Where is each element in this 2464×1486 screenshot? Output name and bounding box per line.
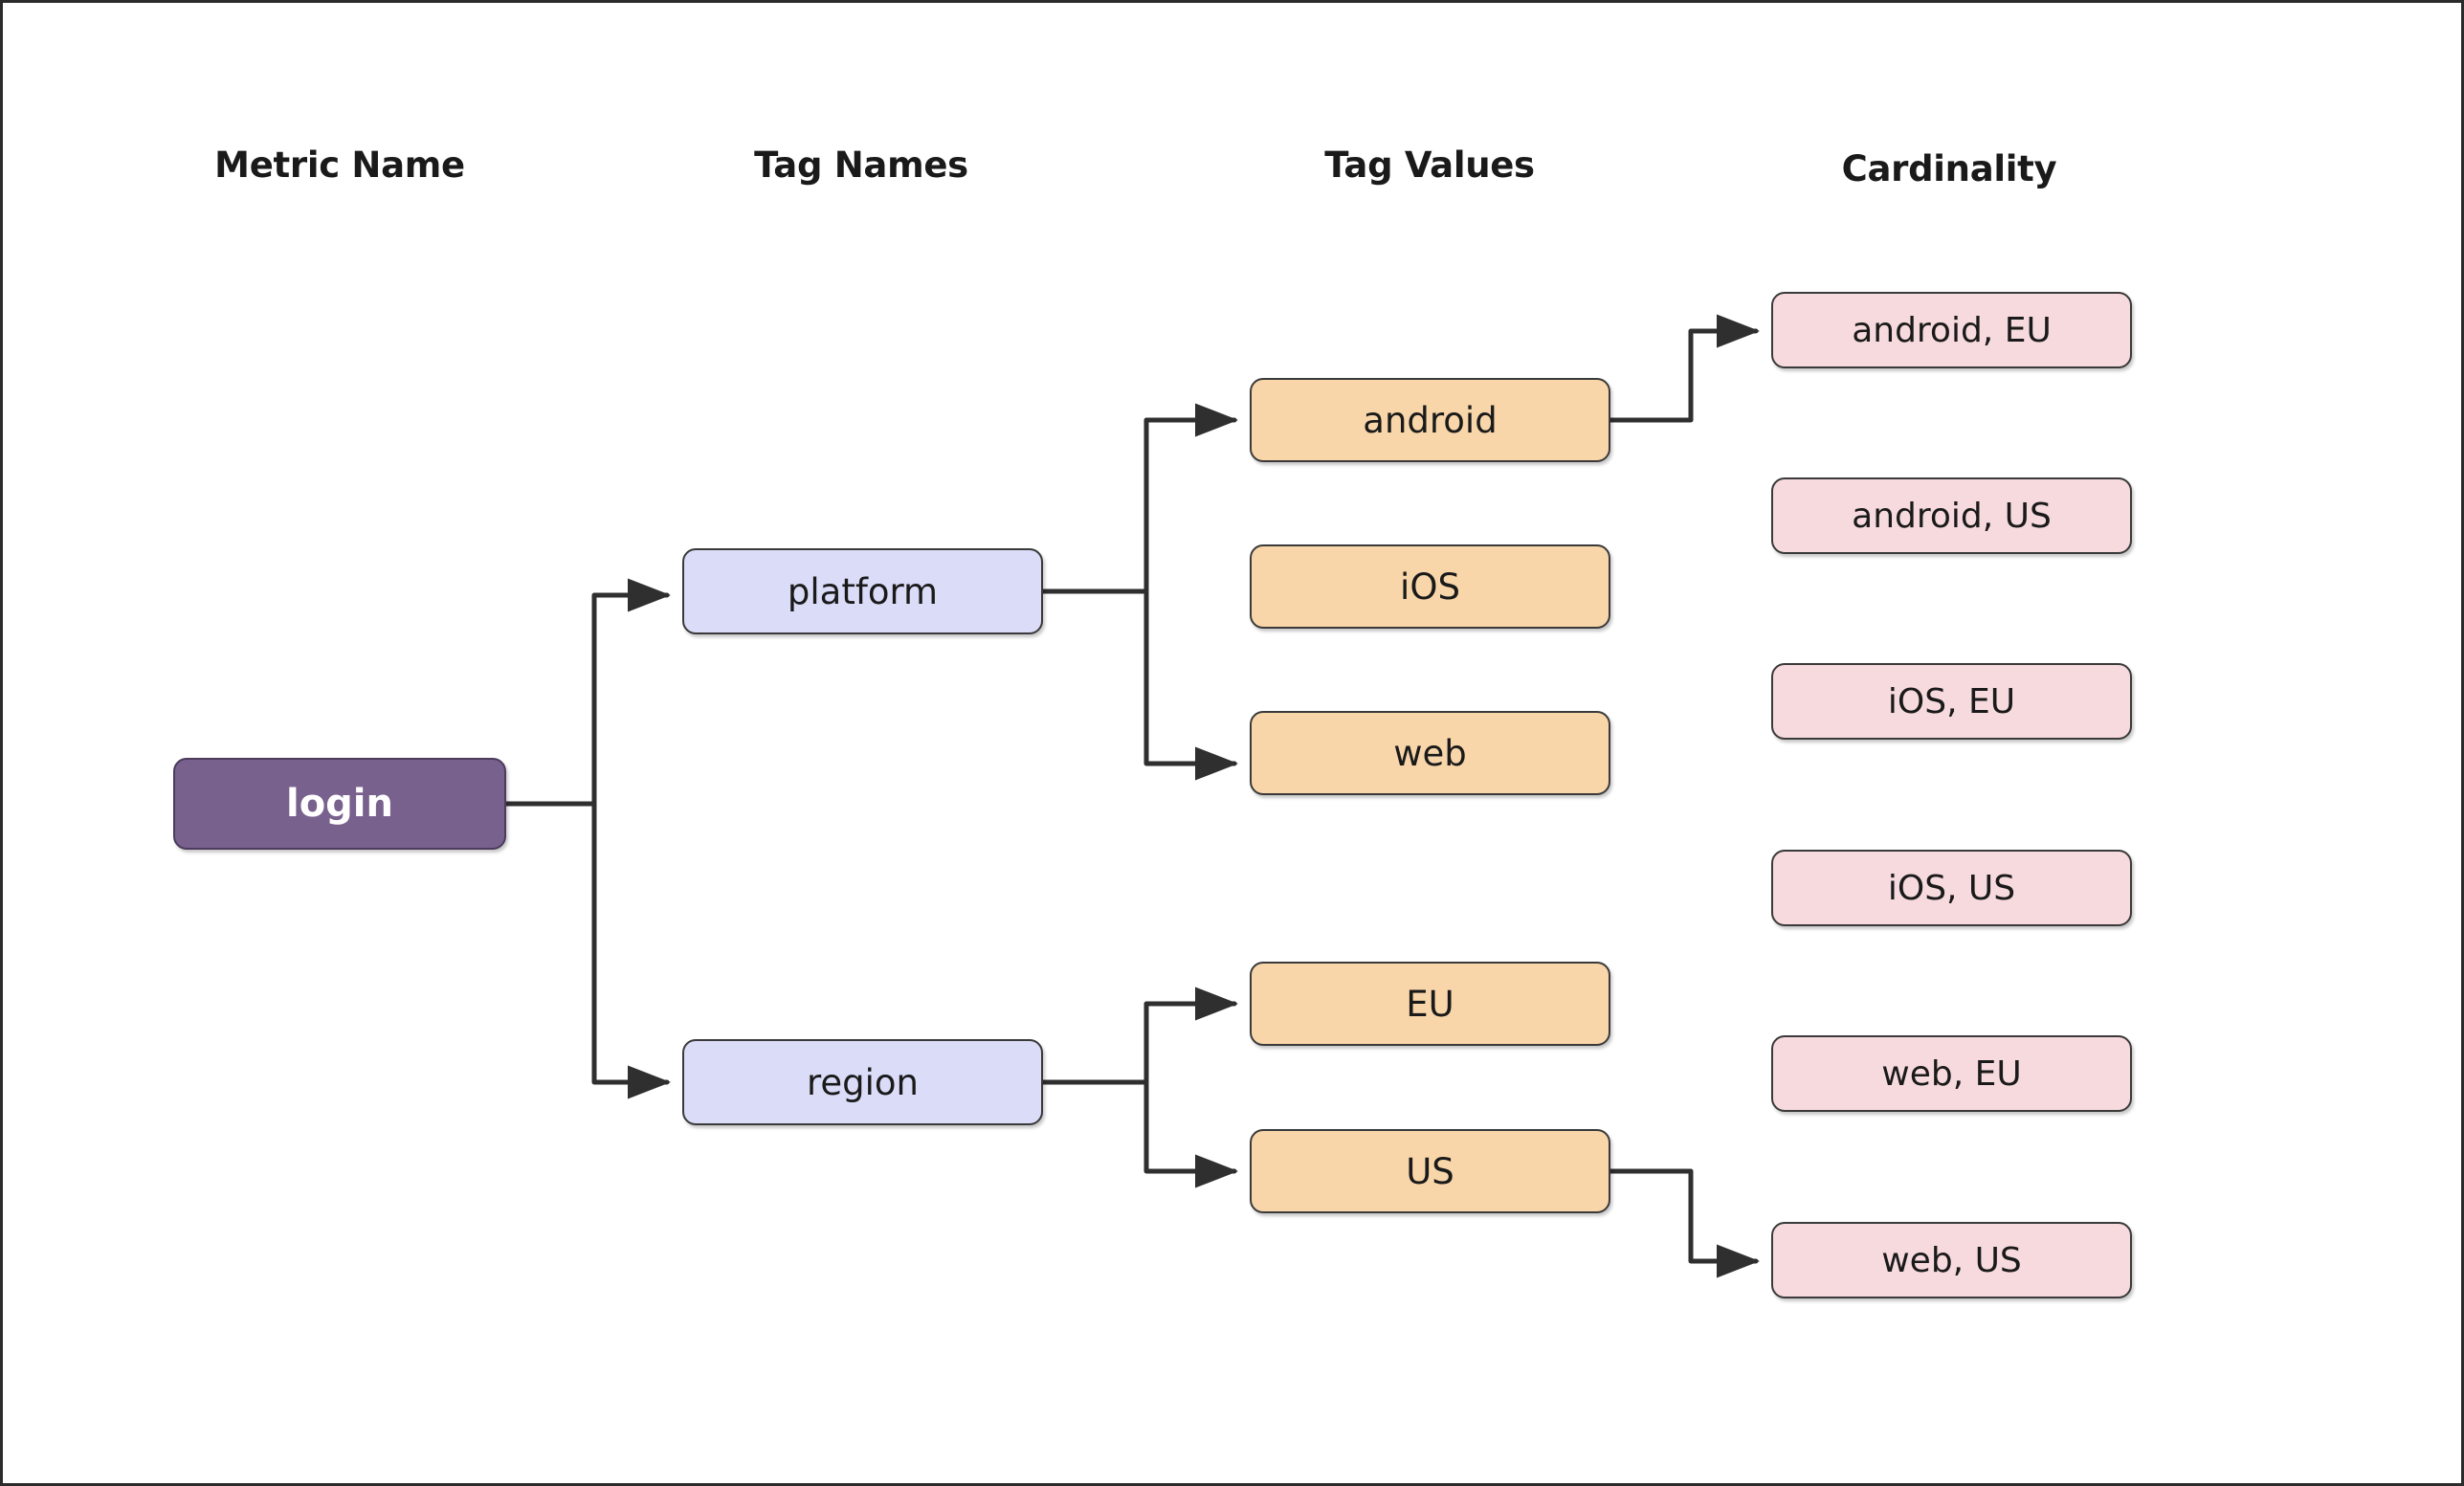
node-ios-eu[interactable]: iOS, EU xyxy=(1771,663,2132,740)
edge-platform-to-web xyxy=(1040,588,1239,781)
column-header-tag-names: Tag Names xyxy=(754,144,968,186)
edge-region-to-eu xyxy=(1040,987,1239,1085)
column-header-tag-values: Tag Values xyxy=(1324,144,1535,186)
node-web-eu[interactable]: web, EU xyxy=(1771,1035,2132,1112)
column-header-cardinality: Cardinality xyxy=(1841,148,2057,189)
node-android-us[interactable]: android, US xyxy=(1771,477,2132,554)
node-region[interactable]: region xyxy=(682,1039,1043,1125)
node-us[interactable]: US xyxy=(1250,1129,1610,1213)
node-web[interactable]: web xyxy=(1250,711,1610,795)
edge-login-to-region xyxy=(503,801,672,1099)
edge-region-to-us xyxy=(1040,1079,1239,1188)
edge-us-to-web-us xyxy=(1608,1168,1761,1278)
node-android-eu[interactable]: android, EU xyxy=(1771,292,2132,368)
node-platform[interactable]: platform xyxy=(682,548,1043,634)
node-ios[interactable]: iOS xyxy=(1250,544,1610,629)
node-android[interactable]: android xyxy=(1250,378,1610,462)
node-eu[interactable]: EU xyxy=(1250,962,1610,1046)
node-ios-us[interactable]: iOS, US xyxy=(1771,850,2132,926)
edge-login-to-platform xyxy=(503,578,672,807)
edge-android-to-android-eu xyxy=(1608,314,1761,423)
node-web-us[interactable]: web, US xyxy=(1771,1222,2132,1298)
node-login[interactable]: login xyxy=(173,758,506,850)
edge-platform-to-android xyxy=(1040,403,1239,594)
column-header-metric-name: Metric Name xyxy=(214,144,465,186)
